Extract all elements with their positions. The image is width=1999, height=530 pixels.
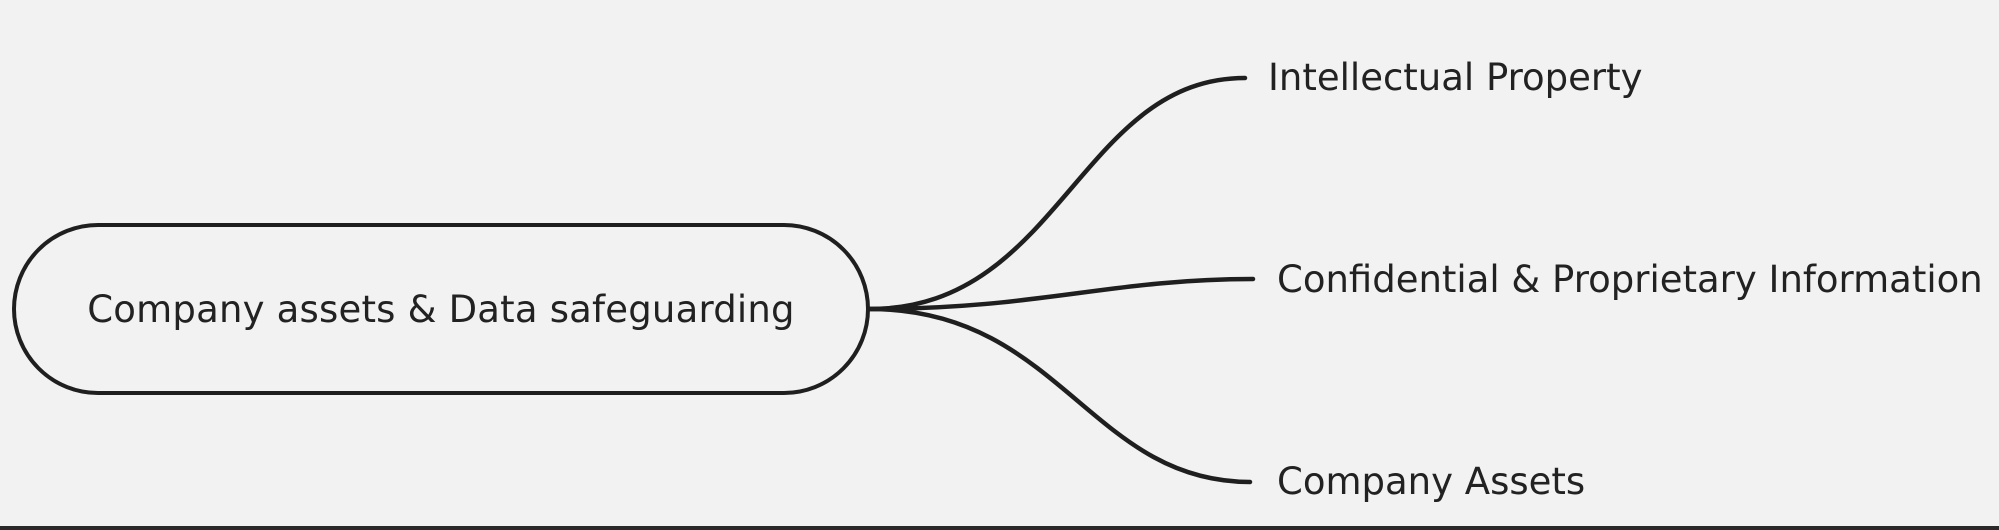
connector-confidential-proprietary <box>867 276 1256 312</box>
connector-company-assets <box>867 306 1253 485</box>
connector-intellectual-property <box>867 75 1248 312</box>
root-node-label: Company assets & Data safeguarding <box>87 287 795 331</box>
branch-intellectual-property[interactable]: Intellectual Property <box>1268 56 1643 99</box>
branch-confidential-proprietary-information[interactable]: Confidential & Proprietary Information <box>1277 258 1983 301</box>
bottom-divider <box>0 526 1999 530</box>
branch-company-assets[interactable]: Company Assets <box>1277 460 1586 503</box>
root-node[interactable]: Company assets & Data safeguarding <box>12 223 870 395</box>
